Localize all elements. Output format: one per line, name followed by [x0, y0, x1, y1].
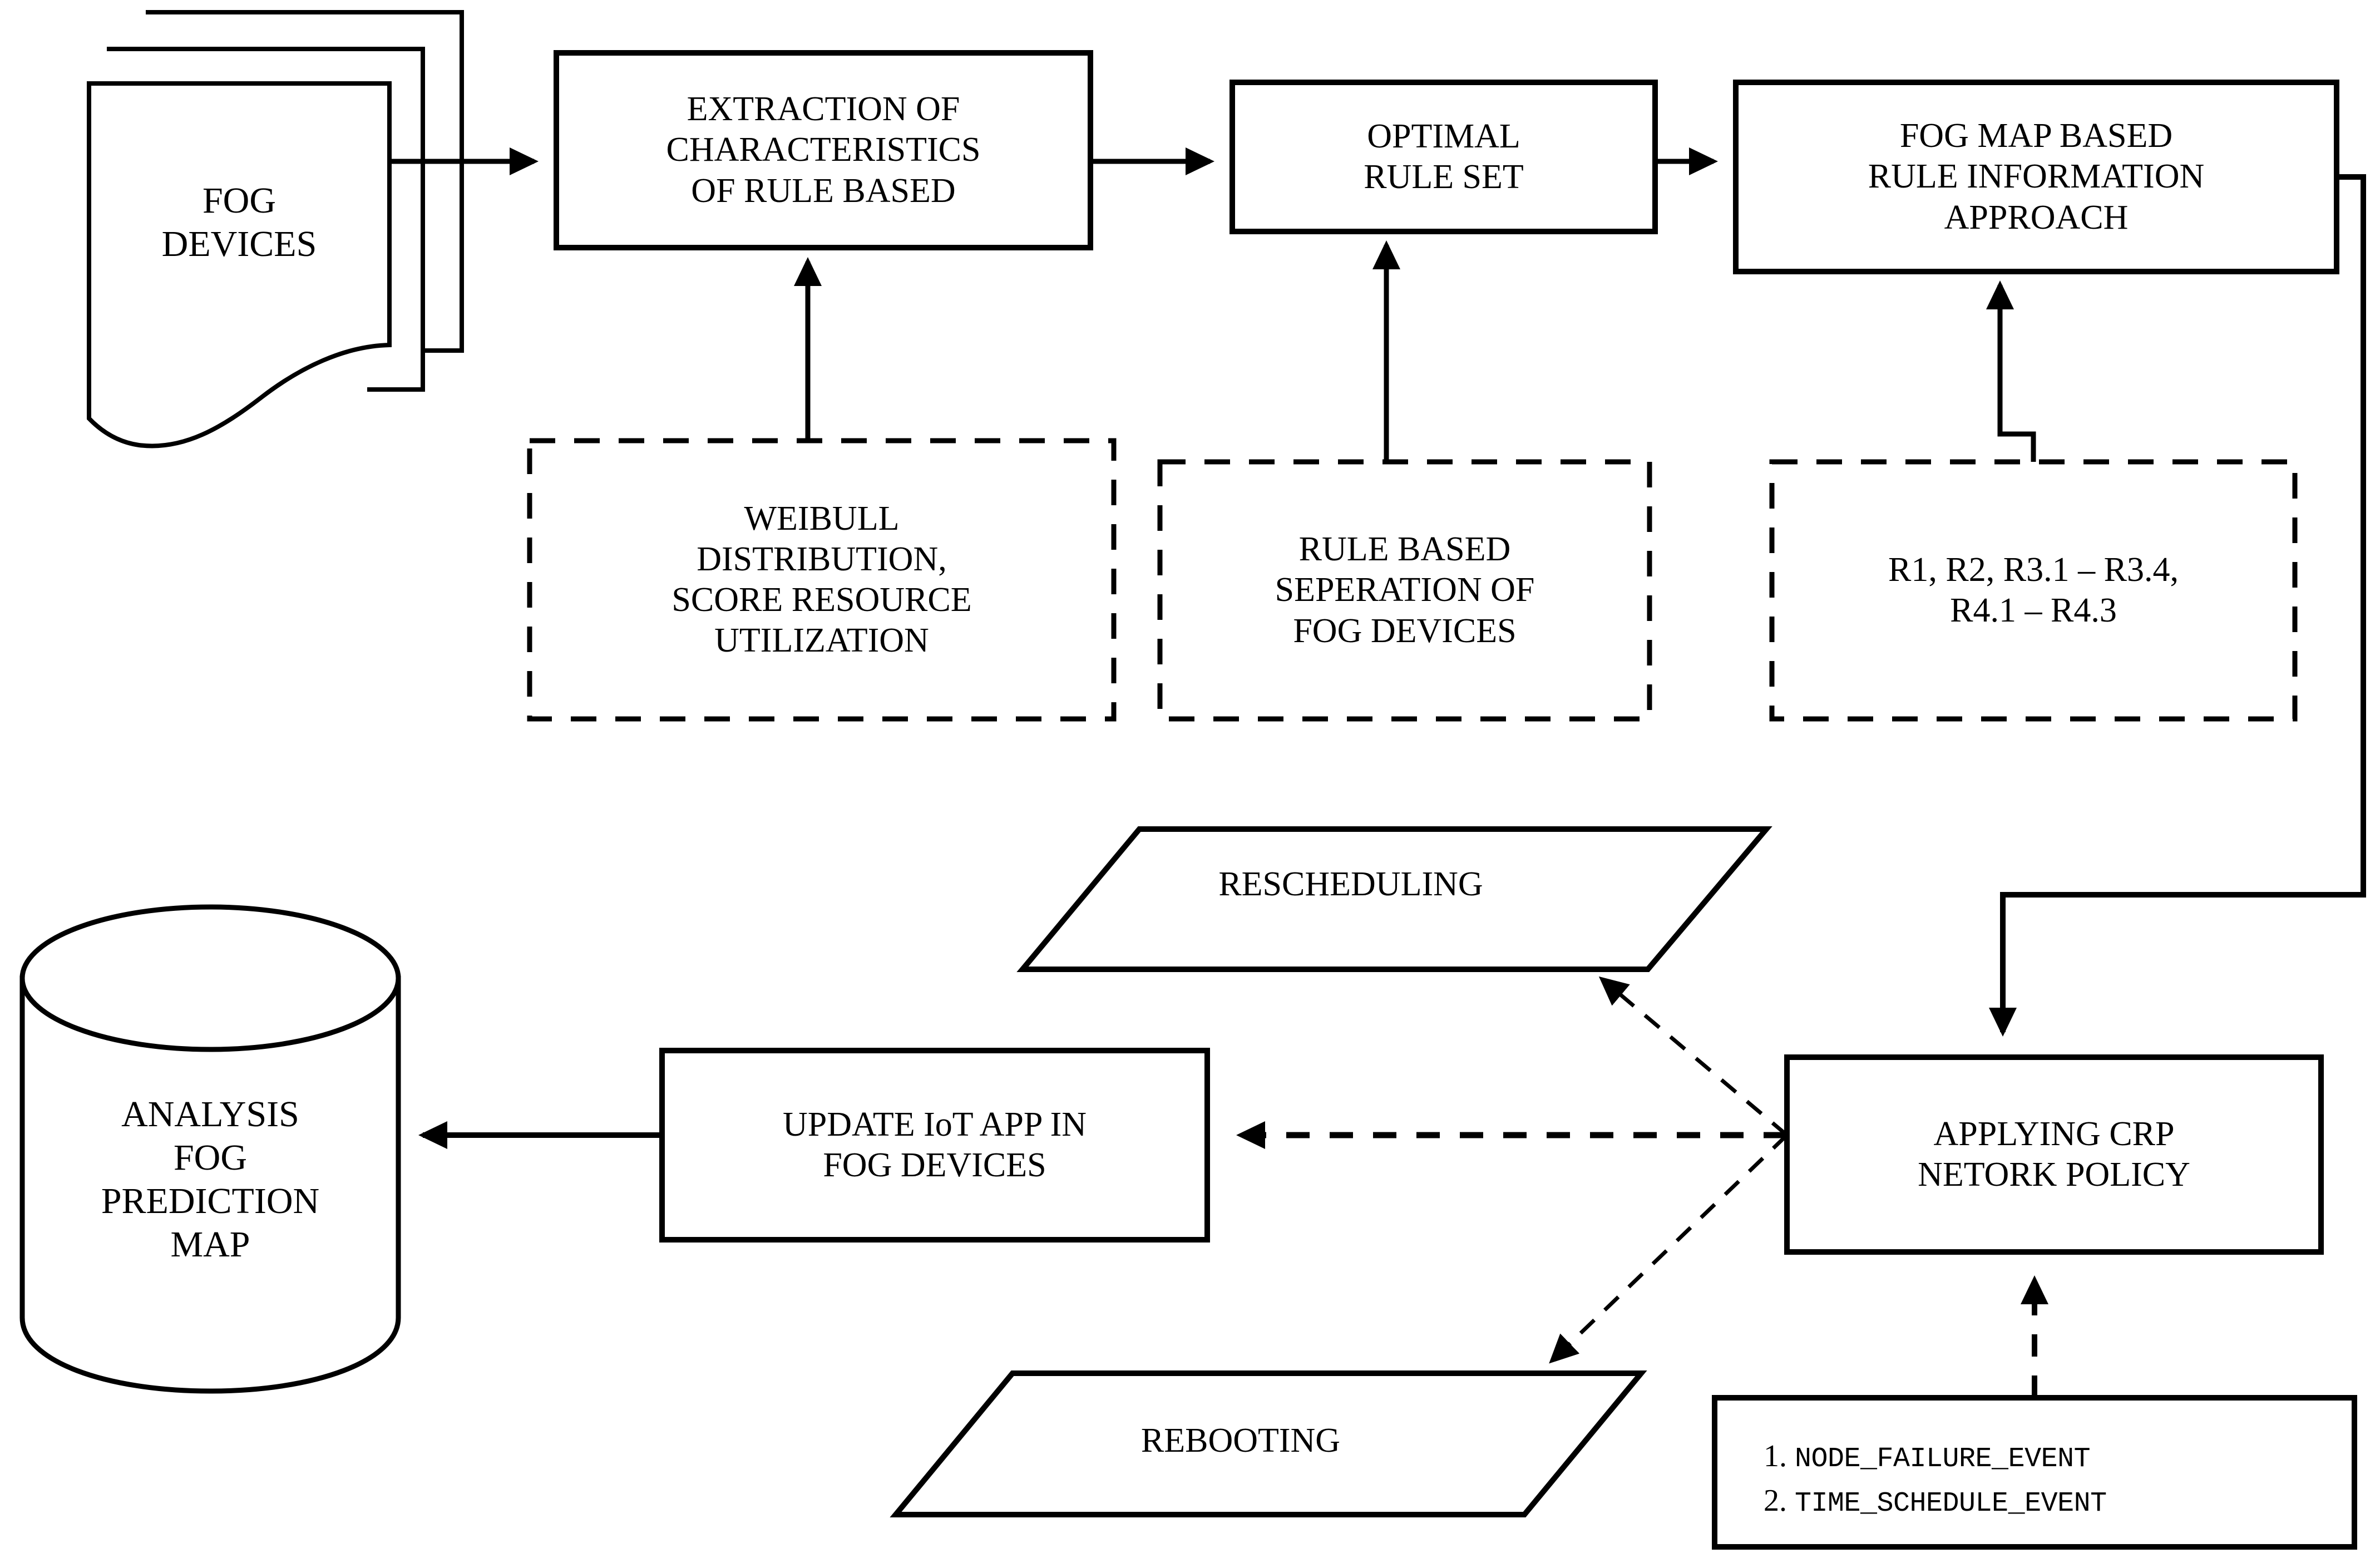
optimal-rule-set-label: OPTIMAL RULE SET: [1364, 117, 1524, 196]
fog-devices-label: FOG DEVICES: [161, 180, 317, 264]
list-item: 1. NODE_FAILURE_EVENT: [1764, 1434, 2331, 1479]
rebooting-label: REBOOTING: [1140, 1422, 1341, 1460]
event-2-number: 2.: [1764, 1483, 1787, 1518]
analysis-map-label: ANALYSIS FOG PREDICTION MAP: [101, 1094, 320, 1265]
weibull-label: WEIBULL DISTRIBUTION, SCORE RESOURCE UTI…: [671, 499, 972, 660]
fog-map-label: FOG MAP BASED RULE INFORMATION APPROACH: [1868, 117, 2205, 236]
event-2-name: TIME_SCHEDULE_EVENT: [1795, 1488, 2107, 1520]
update-iot-label: UPDATE IoT APP IN FOG DEVICES: [782, 1105, 1087, 1184]
extraction-label: EXTRACTION OF CHARACTERISTICS OF RULE BA…: [666, 90, 981, 210]
applying-crp-label: APPLYING CRP NETORK POLICY: [1918, 1115, 2190, 1194]
events-list: 1. NODE_FAILURE_EVENT 2. TIME_SCHEDULE_E…: [1764, 1434, 2331, 1524]
list-item: 2. TIME_SCHEDULE_EVENT: [1764, 1479, 2331, 1524]
rules-label: R1, R2, R3.1 – R3.4, R4.1 – R4.3: [1888, 550, 2179, 629]
rescheduling-label: RESCHEDULING: [1218, 865, 1483, 904]
event-1-name: NODE_FAILURE_EVENT: [1795, 1443, 2091, 1475]
rule-separation-label: RULE BASED SEPERATION OF FOG DEVICES: [1275, 530, 1535, 650]
event-1-number: 1.: [1764, 1439, 1787, 1473]
